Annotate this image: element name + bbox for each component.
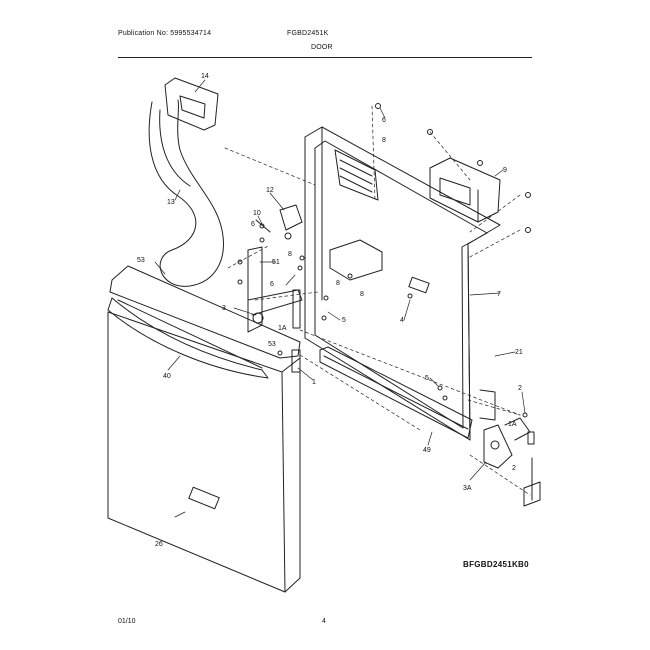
model-number: FGBD2451K [287, 30, 329, 37]
part-label-26: 26 [155, 541, 163, 548]
part-label-8-a: 8 [288, 251, 292, 258]
part-label-5-b: 5 [425, 375, 429, 382]
part-label-6-a: 6 [251, 221, 255, 228]
publication-number: Publication No: 5995534714 [118, 30, 212, 37]
part-label-53-a: 53 [137, 257, 145, 264]
part-label-12: 12 [266, 187, 274, 194]
part-label-21: 21 [515, 349, 523, 356]
vent-duct-assembly [148, 77, 224, 287]
part-label-5-a: 5 [342, 317, 346, 324]
part-label-6-c: 6 [270, 281, 274, 288]
section-title: DOOR [311, 44, 333, 51]
part-label-2-a: 2 [518, 385, 522, 392]
part-label-53-b: 53 [268, 341, 276, 348]
part-label-8-b: 8 [336, 280, 340, 287]
part-label-3: 3 [222, 305, 226, 312]
part-label-3a: 3A [463, 485, 472, 492]
part-label-51: 51 [272, 259, 280, 266]
part-label-49: 49 [423, 447, 431, 454]
part-label-14: 14 [201, 73, 209, 80]
latch-parts [255, 204, 303, 243]
door-seal [479, 389, 496, 421]
part-label-2-b: 2 [512, 465, 516, 472]
page-number: 4 [322, 618, 326, 625]
part-label-8-top: 8 [382, 137, 386, 144]
part-label-40: 40 [163, 373, 171, 380]
control-module [429, 157, 501, 223]
outer-door-panel [107, 265, 301, 593]
part-label-7: 7 [497, 291, 501, 298]
bottom-seal [319, 346, 473, 439]
part-label-8-c: 8 [360, 291, 364, 298]
header-rule [118, 57, 532, 58]
part-label-4: 4 [400, 317, 404, 324]
part-label-10: 10 [253, 210, 261, 217]
hinge-arm-right [483, 417, 541, 507]
part-label-9: 9 [503, 167, 507, 174]
door-handle [107, 297, 269, 379]
figure-code: BFGBD2451KB0 [463, 560, 529, 569]
part-label-1a-right: 1A [508, 421, 517, 428]
part-label-1a-left: 1A [278, 325, 287, 332]
inner-door-panel [304, 126, 501, 441]
alignment-lines [224, 105, 531, 496]
footer-date: 01/10 [118, 618, 136, 625]
part-label-1: 1 [312, 379, 316, 386]
screws [237, 103, 531, 418]
part-label-6-b: 6 [382, 117, 386, 124]
leader-lines [154, 79, 526, 518]
part-label-13: 13 [167, 199, 175, 206]
